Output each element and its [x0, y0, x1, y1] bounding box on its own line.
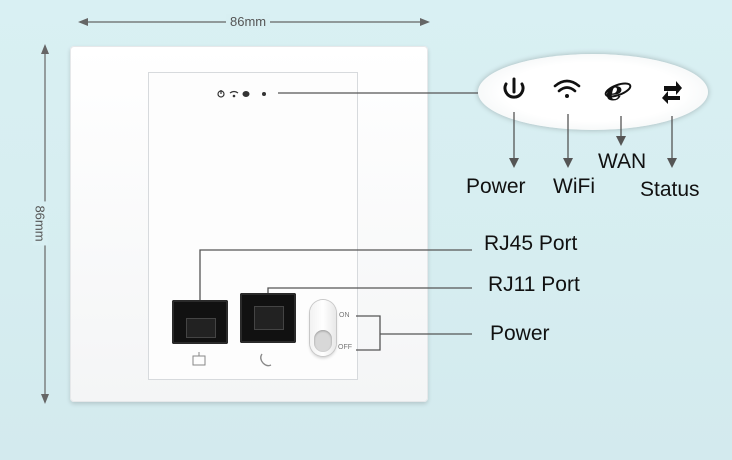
phone-icon [260, 353, 272, 367]
rj11-leader [267, 287, 472, 293]
wifi-indicator-label: WiFi [553, 175, 595, 198]
wan-indicator-label: WAN [598, 150, 647, 173]
width-label: 86mm [226, 14, 271, 29]
status-arrow [667, 158, 677, 168]
rj45-port-inner [186, 318, 216, 338]
power-switch-toggle [314, 330, 332, 352]
height-arrow-top [41, 44, 49, 54]
svg-text:e: e [606, 77, 623, 107]
rj45-leader [199, 249, 472, 300]
bubble-wifi-icon [553, 79, 581, 98]
rj11-port-label: RJ11 Port [488, 273, 580, 296]
wan-arrow [616, 136, 626, 146]
led-wifi-icon [229, 90, 239, 98]
bubble-status-icon [662, 81, 682, 104]
led-row [216, 89, 276, 99]
switch-off-label: OFF [338, 344, 352, 351]
switch-on-label: ON [339, 312, 350, 319]
status-indicator-label: Status [640, 178, 700, 201]
power-switch-label: Power [490, 322, 550, 345]
bubble-power-icon [503, 77, 525, 99]
width-arrow-left [78, 18, 88, 26]
bubble-wan-icon: e [604, 77, 632, 107]
led-power-icon [217, 90, 225, 98]
rj45-port-label: RJ45 Port [484, 232, 578, 255]
rj11-port-inner [254, 306, 284, 330]
led-status-icon [262, 92, 266, 96]
network-icon [192, 352, 206, 366]
power-bracket [356, 315, 381, 351]
led-wan-icon [242, 91, 250, 97]
width-arrow-right [420, 18, 430, 26]
power-arrow [509, 158, 519, 168]
height-arrow-bottom [41, 394, 49, 404]
wifi-arrow [563, 158, 573, 168]
indicator-callout [478, 54, 708, 130]
power-indicator-label: Power [466, 175, 526, 198]
